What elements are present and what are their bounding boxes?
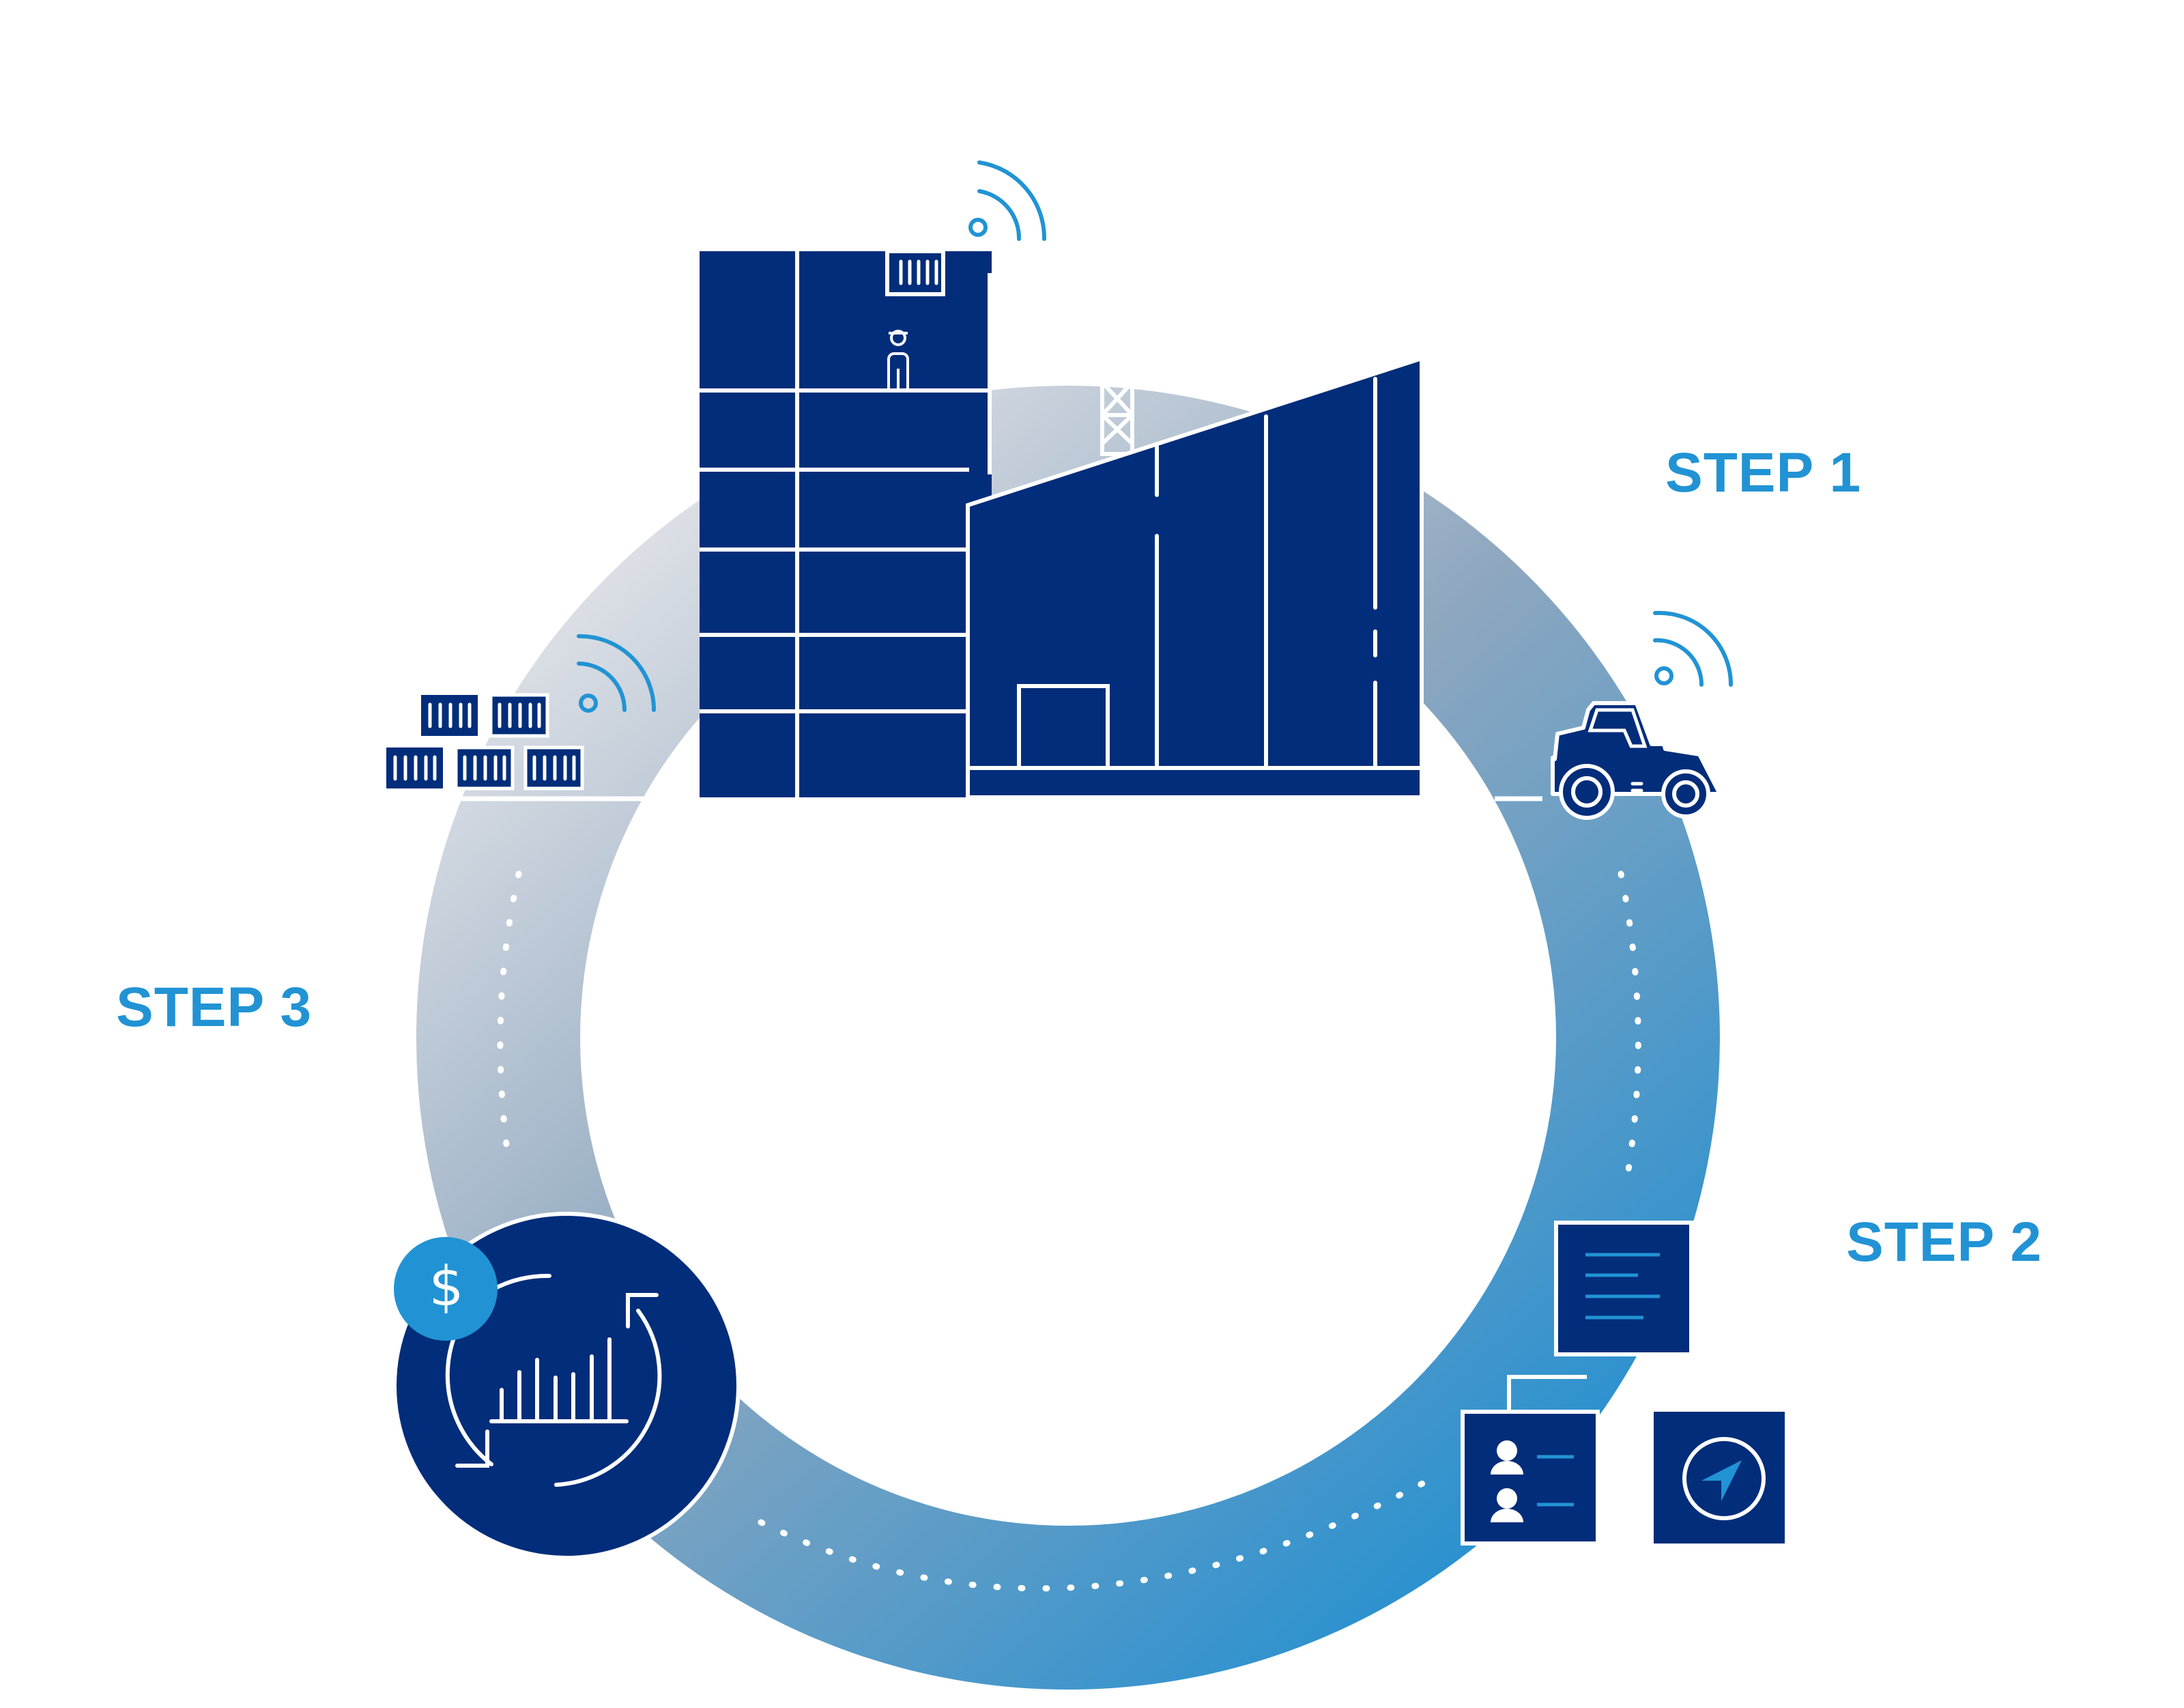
dollar-symbol: $ <box>429 1255 464 1318</box>
wifi-signal-icon <box>1653 610 1734 687</box>
step-3-label: STEP 3 <box>116 976 313 1038</box>
compass-navigation-icon <box>1654 1412 1785 1543</box>
step-2-label: STEP 2 <box>1846 1211 2043 1273</box>
contacts-card-icon <box>1461 1410 1600 1546</box>
wifi-signal-icon <box>968 160 1047 241</box>
worker-icon <box>887 330 909 389</box>
warehouse-door <box>1017 684 1110 770</box>
step-1-label: STEP 1 <box>1665 442 1862 504</box>
dollar-badge-icon <box>394 1237 498 1341</box>
document-icon <box>1554 1221 1693 1356</box>
dotted-path-right <box>1618 870 1641 1178</box>
shipping-containers-icon <box>386 634 656 791</box>
crane-tower-icon <box>1100 367 1134 456</box>
finance-cycle-icon <box>392 1212 741 1560</box>
connector-line <box>1507 1375 1587 1411</box>
factory-building-icon <box>700 160 1047 797</box>
dotted-path-bottom <box>758 1478 1430 1592</box>
dotted-path-left <box>497 870 522 1164</box>
wifi-signal-icon <box>577 634 656 713</box>
tractor-loader-icon <box>1551 610 1742 820</box>
warehouse-building-icon <box>966 355 1424 799</box>
roof-container-icon <box>885 249 945 296</box>
